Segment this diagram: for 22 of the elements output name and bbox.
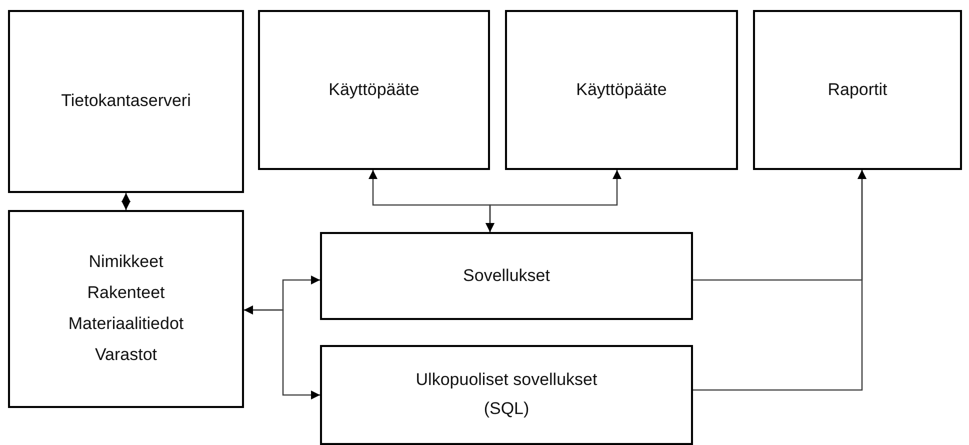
box-label: (SQL) bbox=[484, 398, 530, 420]
box-label: Käyttöpääte bbox=[576, 78, 667, 101]
process-box bbox=[320, 232, 693, 320]
box-label: Tietokantaserveri bbox=[61, 90, 191, 112]
box-label: Käyttöpääte bbox=[328, 78, 420, 101]
box-label: Rakenteet bbox=[87, 282, 165, 304]
connector-arrow bbox=[244, 306, 320, 400]
process-box bbox=[8, 210, 244, 408]
connector-arrow bbox=[486, 170, 622, 232]
process-box bbox=[505, 10, 738, 170]
process-box bbox=[320, 345, 693, 445]
box-label: Varastot bbox=[94, 344, 158, 366]
box-label: Sovellukset bbox=[463, 264, 550, 287]
process-box bbox=[8, 10, 244, 193]
box-label: Raportit bbox=[828, 78, 888, 101]
connector-arrow bbox=[122, 193, 130, 210]
box-label: Ulkopuoliset sovellukset bbox=[416, 369, 598, 392]
connector-arrow bbox=[693, 170, 866, 391]
box-label: Nimikkeet bbox=[88, 251, 164, 274]
process-box bbox=[753, 10, 962, 170]
process-box bbox=[258, 10, 490, 170]
box-label: Materiaalitiedot bbox=[68, 313, 184, 335]
